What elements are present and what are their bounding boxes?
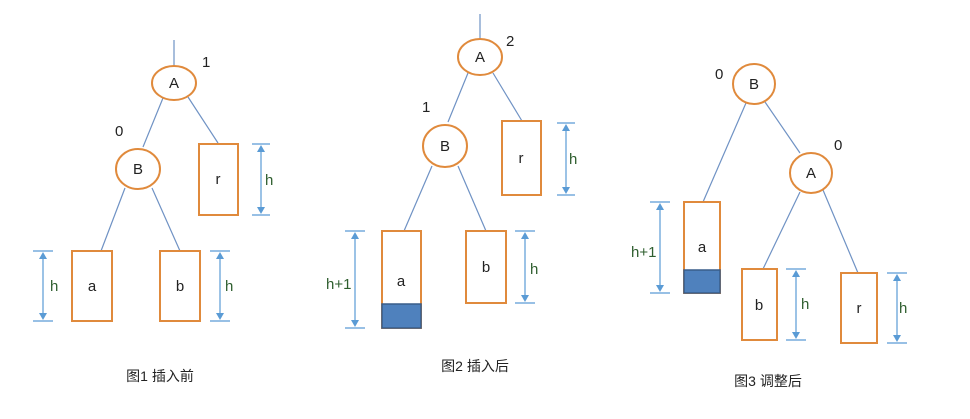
node-A	[789, 152, 833, 194]
node-A-label: A	[169, 75, 179, 92]
node-B-label: B	[133, 161, 143, 178]
edge-A-B	[447, 72, 469, 123]
node-B	[115, 148, 161, 190]
node-A	[151, 65, 197, 101]
subtree-r-label: r	[519, 150, 524, 167]
subtree-b-label: b	[176, 278, 184, 295]
edge-B-b	[457, 165, 487, 232]
node-B	[732, 63, 776, 105]
height-label-b: h	[225, 278, 233, 295]
node-B-balance: 0	[115, 123, 123, 140]
edge-A-r	[187, 96, 219, 144]
node-A	[457, 38, 503, 76]
edge-A-r	[822, 189, 859, 274]
height-label-b: h	[530, 261, 538, 278]
node-A-balance: 2	[506, 33, 514, 50]
node-B	[422, 124, 468, 168]
subtree-a-label: a	[88, 278, 97, 295]
height-label-r: h	[265, 172, 273, 189]
height-label-a: h	[50, 278, 58, 295]
height-label-a: h+1	[326, 276, 351, 293]
subtree-r	[198, 143, 239, 216]
height-marker-a: h	[33, 250, 58, 322]
caption-fig1: 图1 插入前	[126, 368, 194, 384]
height-label-a: h+1	[631, 244, 656, 261]
subtree-b-label: b	[755, 297, 763, 314]
subtree-r	[501, 120, 542, 196]
height-marker-b: h	[210, 250, 233, 322]
node-B-label: B	[440, 138, 450, 155]
subtree-a-label: a	[698, 239, 707, 256]
edge-A-r	[492, 72, 523, 122]
caption-fig2: 图2 插入后	[441, 358, 509, 374]
figure-3: B 0 A 0 a b r h+1 h	[631, 63, 907, 389]
height-label-b: h	[801, 296, 809, 313]
height-label-r: h	[569, 151, 577, 168]
height-marker-r: h	[252, 143, 273, 216]
edge-B-b	[151, 187, 181, 252]
inserted-node-block	[381, 303, 422, 329]
subtree-b	[465, 230, 507, 304]
subtree-a-label: a	[397, 273, 406, 290]
figure-1: A 1 B 0 r a b h h	[33, 40, 273, 384]
height-marker-a: h+1	[326, 230, 365, 329]
height-marker-r: h	[887, 272, 907, 344]
figure-2: A 2 B 1 r a b h h+1	[326, 14, 577, 374]
inserted-node-block	[683, 269, 721, 294]
edge-B-A	[764, 101, 801, 154]
height-marker-r: h	[557, 122, 577, 196]
height-marker-a: h+1	[631, 201, 670, 294]
subtree-b	[741, 268, 778, 341]
node-A-balance: 0	[834, 137, 842, 154]
node-B-label: B	[749, 76, 759, 93]
height-label-r: h	[899, 300, 907, 317]
node-B-balance: 1	[422, 99, 430, 116]
height-marker-b: h	[786, 268, 809, 341]
caption-fig3: 图3 调整后	[734, 373, 802, 389]
node-A-label: A	[806, 165, 816, 182]
subtree-b-label: b	[482, 259, 490, 276]
subtree-r-label: r	[216, 171, 221, 188]
subtree-a	[71, 250, 113, 322]
node-A-label: A	[475, 49, 485, 66]
edge-B-a	[403, 165, 433, 232]
height-marker-b: h	[515, 230, 538, 304]
edge-B-a	[100, 187, 126, 252]
subtree-b	[159, 250, 201, 322]
edge-A-B	[142, 97, 164, 148]
node-B-balance: 0	[715, 66, 723, 83]
edge-A-b	[762, 191, 801, 270]
subtree-r-label: r	[857, 300, 862, 317]
node-A-balance: 1	[202, 54, 210, 71]
subtree-r	[840, 272, 878, 344]
edge-B-a	[702, 102, 747, 203]
